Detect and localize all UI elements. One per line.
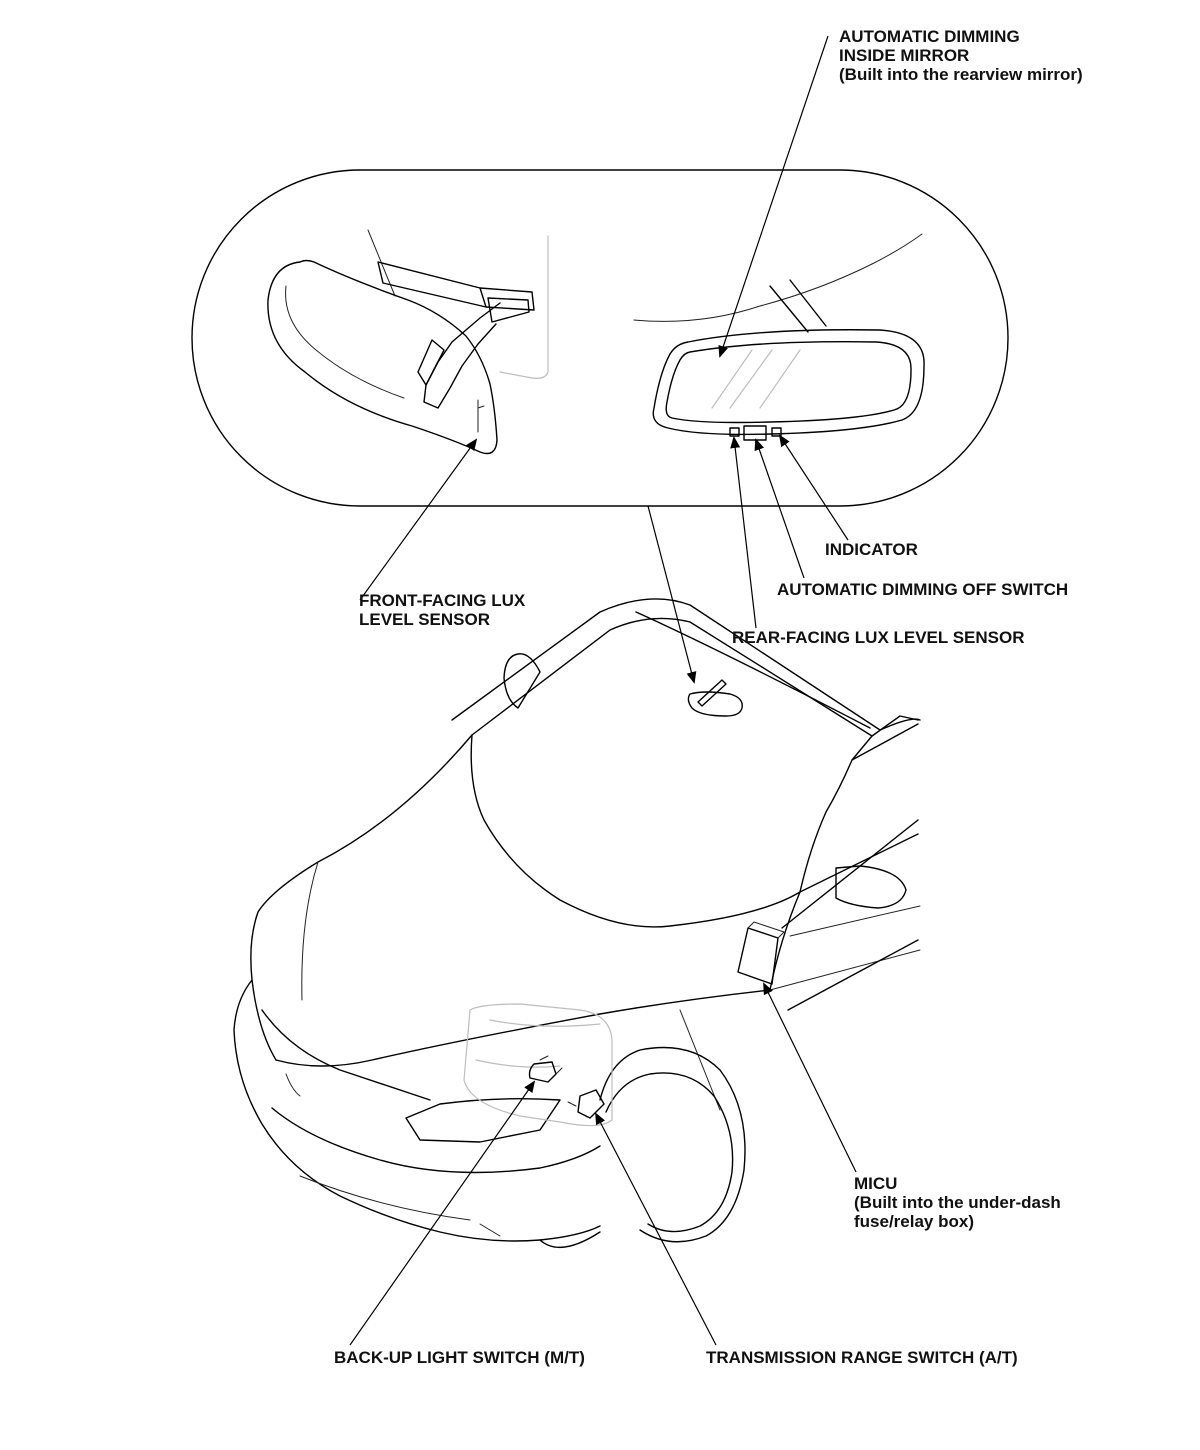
label-back-up-light-switch: BACK-UP LIGHT SWITCH (M/T): [334, 1348, 585, 1367]
label-micu: MICU (Built into the under-dash fuse/rel…: [854, 1174, 1061, 1231]
leader-detail-to-vehicle: [647, 505, 697, 684]
label-indicator: INDICATOR: [825, 540, 918, 559]
label-transmission-range-switch: TRANSMISSION RANGE SWITCH (A/T): [706, 1348, 1018, 1367]
leader-backup-switch: [349, 1080, 536, 1346]
leader-front-lux: [359, 438, 478, 601]
mirror-front-view: [267, 229, 549, 455]
leader-indicator: [778, 434, 849, 541]
mirror-rear-view: [633, 233, 925, 441]
label-automatic-dimming-off-switch: AUTOMATIC DIMMING OFF SWITCH: [777, 580, 1069, 599]
vehicle-outline: [233, 598, 921, 1249]
leader-rear-lux: [730, 436, 757, 629]
label-automatic-dimming-inside-mirror: AUTOMATIC DIMMING INSIDE MIRROR (Built i…: [839, 27, 1083, 84]
leader-range-switch: [595, 1112, 717, 1346]
leader-dimming-off-switch: [754, 438, 805, 579]
leader-micu: [763, 982, 857, 1173]
label-front-facing-lux-level-sensor: FRONT-FACING LUX LEVEL SENSOR: [359, 591, 526, 629]
detail-callout: [191, 169, 1009, 507]
leader-lines: [349, 35, 857, 1346]
leader-auto-mirror: [718, 35, 829, 358]
label-rear-facing-lux-level-sensor: REAR-FACING LUX LEVEL SENSOR: [732, 628, 1025, 647]
